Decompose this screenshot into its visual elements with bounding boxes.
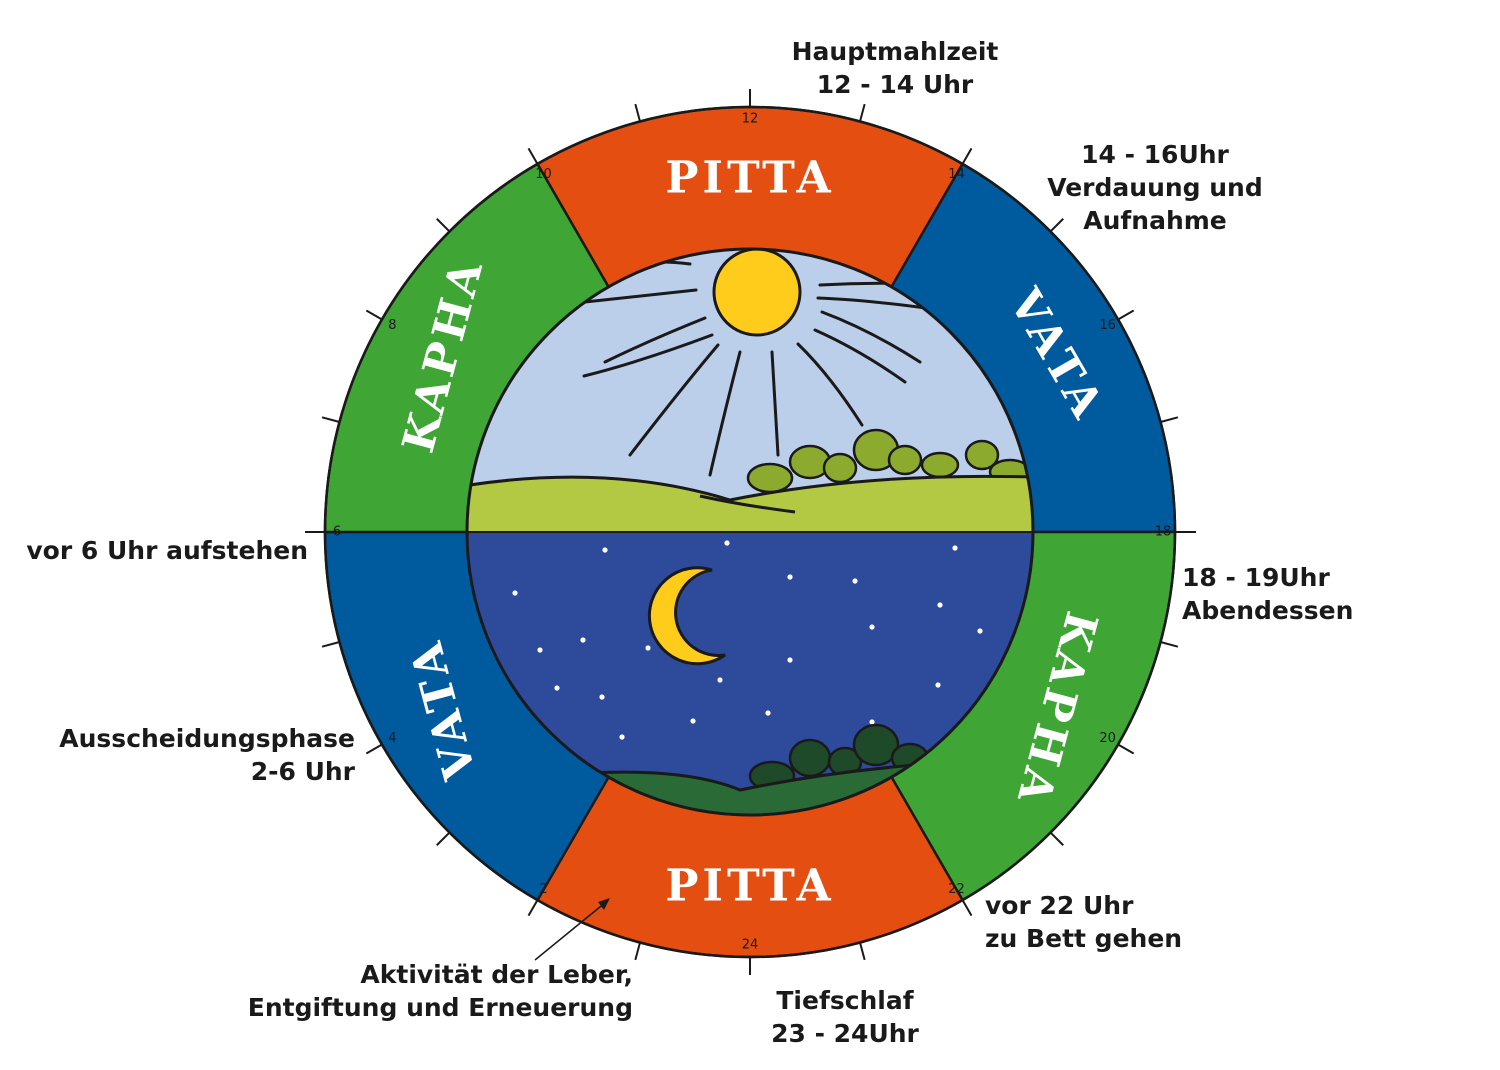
- hour-label-8: 8: [388, 318, 396, 333]
- dinner-line2: Abendessen: [1182, 596, 1354, 625]
- tick-mark: [1049, 218, 1064, 233]
- star-icon: [869, 719, 875, 725]
- elimination-line1: Ausscheidungsphase: [59, 724, 355, 753]
- star-icon: [554, 685, 560, 691]
- moon-icon: [647, 566, 726, 666]
- star-icon: [869, 624, 875, 630]
- liver-line1: Aktivität der Leber,: [360, 960, 633, 989]
- tick-mark: [527, 147, 539, 165]
- hour-label-14: 14: [948, 167, 965, 182]
- hour-label-10: 10: [535, 167, 552, 182]
- annotation-digestion: 14 - 16Uhr Verdauung und Aufnahme: [1030, 138, 1280, 237]
- annotation-deep-sleep: Tiefschlaf 23 - 24Uhr: [745, 984, 945, 1050]
- tick-mark: [634, 942, 641, 961]
- bedtime-line1: vor 22 Uhr: [985, 891, 1134, 920]
- star-icon: [602, 547, 608, 553]
- hour-label-20: 20: [1099, 731, 1116, 746]
- star-icon: [765, 710, 771, 716]
- digestion-line3: Aufnahme: [1083, 206, 1227, 235]
- star-icon: [619, 734, 625, 740]
- day-hill: [467, 474, 1033, 532]
- deep-sleep-line1: Tiefschlaf: [776, 986, 914, 1015]
- liver-arrowhead: [598, 898, 610, 910]
- tick-mark: [527, 899, 539, 917]
- hour-ticks: [307, 89, 1193, 975]
- hour-label-12: 12: [742, 112, 759, 127]
- hour-label-6: 6: [333, 525, 341, 540]
- star-icon: [952, 545, 958, 551]
- star-icon: [935, 682, 941, 688]
- annotation-bedtime: vor 22 Uhr zu Bett gehen: [985, 889, 1182, 955]
- main-meal-line2: 12 - 14 Uhr: [816, 70, 974, 99]
- annotation-liver: Aktivität der Leber, Entgiftung und Erne…: [215, 958, 633, 1024]
- sun-icon: [712, 249, 802, 337]
- tick-mark: [859, 942, 866, 961]
- tick-mark: [859, 103, 866, 122]
- tick-mark: [321, 416, 340, 423]
- star-icon: [787, 574, 793, 580]
- hour-label-4: 4: [388, 731, 396, 746]
- star-icon: [690, 718, 696, 724]
- star-icon: [512, 590, 518, 596]
- stars: [512, 540, 983, 740]
- tick-mark: [961, 899, 973, 917]
- tick-mark: [1160, 416, 1179, 423]
- digestion-line2: Verdauung und: [1047, 173, 1263, 202]
- main-meal-line1: Hauptmahlzeit: [791, 37, 999, 66]
- bedtime-line2: zu Bett gehen: [985, 924, 1183, 953]
- annotation-wake-up: vor 6 Uhr aufstehen: [10, 534, 308, 567]
- star-icon: [599, 694, 605, 700]
- hour-label-24: 24: [742, 938, 759, 953]
- liver-arrow: [534, 901, 607, 961]
- deep-sleep-line2: 23 - 24Uhr: [771, 1019, 919, 1048]
- day-trees: [746, 428, 1032, 494]
- annotation-elimination: Ausscheidungsphase 2-6 Uhr: [40, 722, 355, 788]
- annotation-main-meal: Hauptmahlzeit 12 - 14 Uhr: [770, 35, 1020, 101]
- wake-up-line1: vor 6 Uhr aufstehen: [26, 536, 308, 565]
- tick-mark: [365, 743, 383, 755]
- segment-label-pitta-day: PITTA: [665, 153, 834, 204]
- hour-label-22: 22: [948, 882, 965, 897]
- annotation-dinner: 18 - 19Uhr Abendessen: [1182, 561, 1353, 627]
- star-icon: [580, 637, 586, 643]
- tick-mark: [436, 218, 451, 233]
- star-icon: [645, 645, 651, 651]
- segment-label-pitta-night: PITTA: [665, 861, 834, 912]
- dinner-line1: 18 - 19Uhr: [1182, 563, 1330, 592]
- hour-label-18: 18: [1155, 525, 1172, 540]
- star-icon: [937, 602, 943, 608]
- digestion-line1: 14 - 16Uhr: [1081, 140, 1229, 169]
- liver-line2: Entgiftung und Erneuerung: [247, 993, 633, 1022]
- tick-mark: [1117, 743, 1135, 755]
- tick-mark: [436, 831, 451, 846]
- star-icon: [717, 677, 723, 683]
- tick-mark: [1117, 309, 1135, 321]
- star-icon: [724, 540, 730, 546]
- tick-mark: [1160, 641, 1179, 648]
- hour-label-2: 2: [539, 882, 547, 897]
- star-icon: [537, 647, 543, 653]
- hour-label-16: 16: [1099, 318, 1116, 333]
- tick-mark: [634, 103, 641, 122]
- tick-mark: [1049, 831, 1064, 846]
- elimination-line2: 2-6 Uhr: [250, 757, 355, 786]
- star-icon: [852, 578, 858, 584]
- star-icon: [787, 657, 793, 663]
- star-icon: [977, 628, 983, 634]
- tick-mark: [365, 309, 383, 321]
- tick-mark: [961, 147, 973, 165]
- tick-mark: [321, 641, 340, 648]
